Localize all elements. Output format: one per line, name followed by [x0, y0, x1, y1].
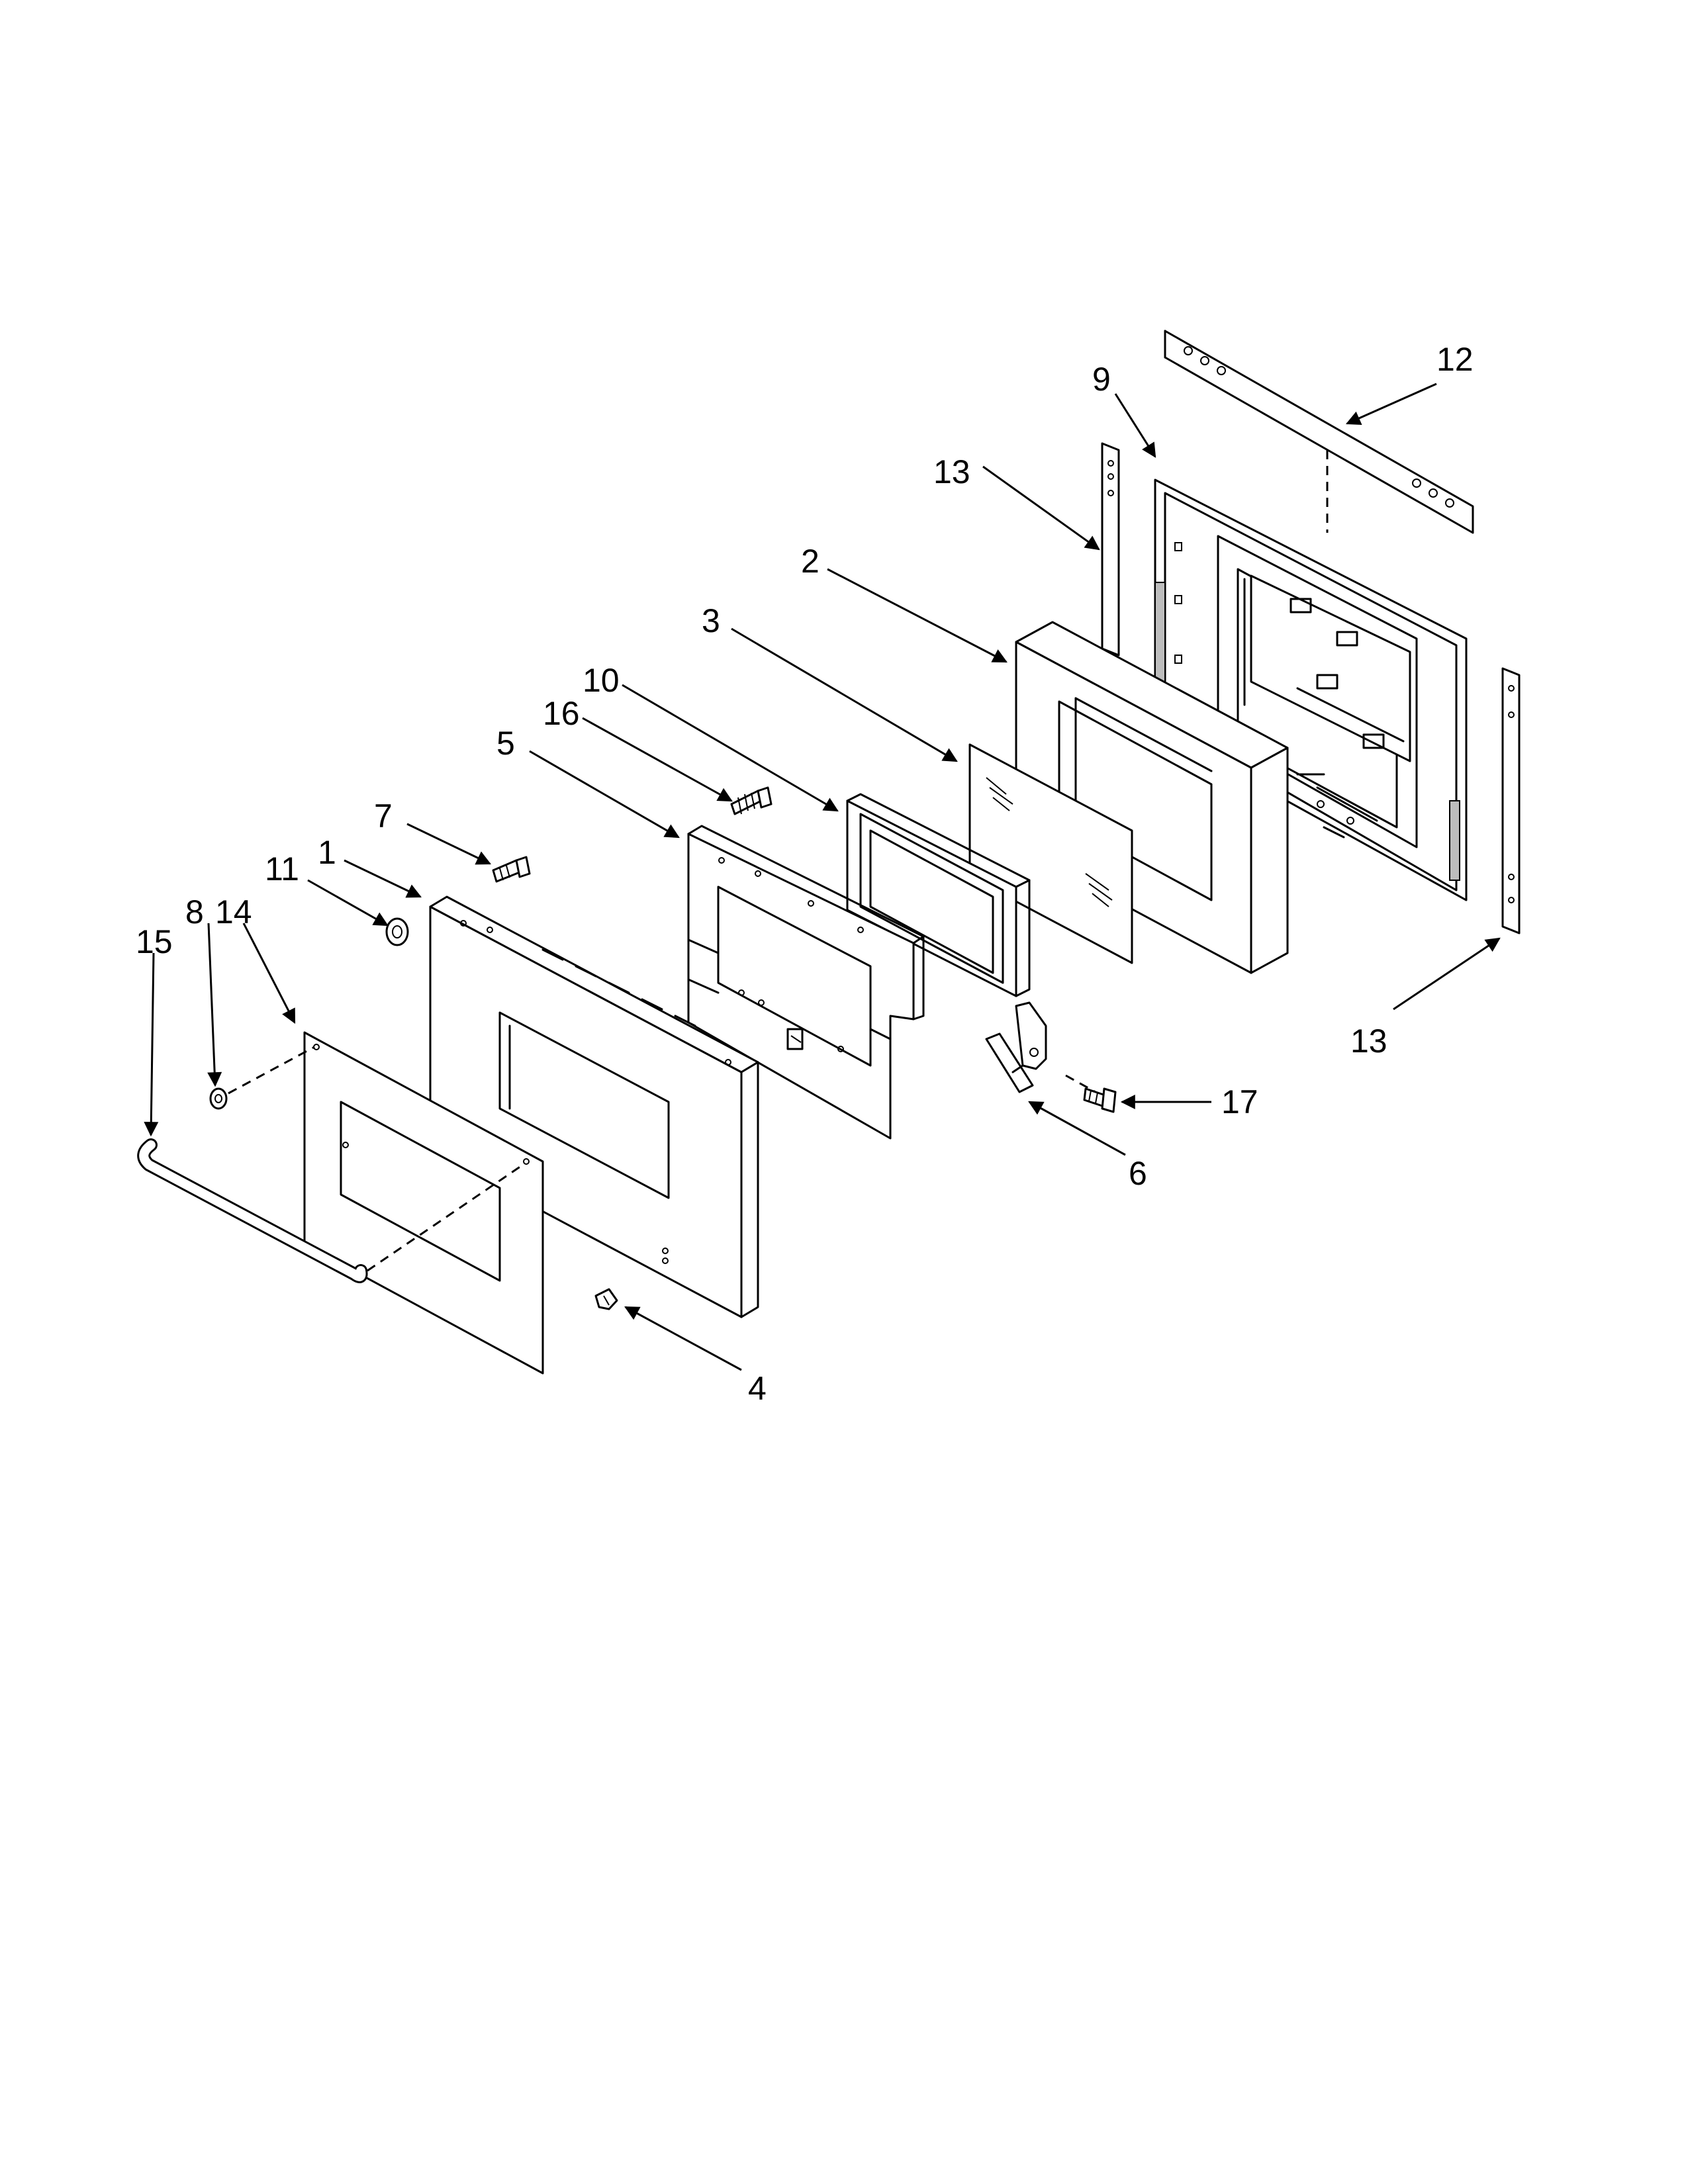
part-4-clip — [594, 1288, 618, 1310]
part-13-right-strip — [1501, 667, 1521, 934]
part-2-outer-frame — [1015, 621, 1289, 974]
part-1-door-panel — [429, 895, 759, 1318]
leader-lines — [144, 383, 1501, 1371]
part-6-hinge — [985, 1001, 1047, 1093]
callout-3: 3 — [702, 602, 720, 639]
callout-16: 16 — [543, 695, 580, 732]
callout-13-bottom: 13 — [1350, 1023, 1387, 1060]
part-10-window-frame — [846, 793, 1031, 997]
callout-4: 4 — [748, 1370, 767, 1407]
callout-15: 15 — [136, 923, 173, 960]
callout-2: 2 — [801, 543, 820, 580]
part-13-left-strip — [1101, 442, 1120, 657]
callout-8: 8 — [185, 893, 204, 931]
callout-11: 11 — [265, 850, 299, 887]
part-12-top-bracket — [1164, 330, 1474, 534]
callout-14: 14 — [215, 893, 252, 931]
part-7-screw — [492, 856, 531, 883]
callout-9: 9 — [1092, 361, 1111, 398]
part-3-glass-panel — [968, 743, 1133, 964]
leader-dash-17-6 — [1065, 1074, 1096, 1093]
part-17-screw — [1083, 1087, 1117, 1113]
callout-1: 1 — [318, 834, 336, 871]
callout-labels: 12 9 13 2 3 10 16 5 7 1 11 8 14 15 13 17… — [136, 341, 1474, 1407]
part-16-screw — [730, 786, 773, 815]
part-11-grommet — [385, 917, 409, 946]
part-14-front-glass — [303, 1031, 544, 1375]
part-9-door-liner — [1154, 478, 1468, 901]
part-15-handle — [137, 1138, 368, 1283]
callout-7: 7 — [374, 797, 393, 835]
callout-5: 5 — [496, 725, 515, 762]
callout-12: 12 — [1436, 341, 1474, 378]
callout-13-top: 13 — [933, 453, 970, 490]
callout-17: 17 — [1221, 1083, 1258, 1120]
callout-6: 6 — [1129, 1155, 1147, 1192]
callout-10: 10 — [583, 662, 620, 699]
leader-dash-8-14 — [228, 1046, 315, 1095]
part-8-spacer — [209, 1087, 228, 1110]
